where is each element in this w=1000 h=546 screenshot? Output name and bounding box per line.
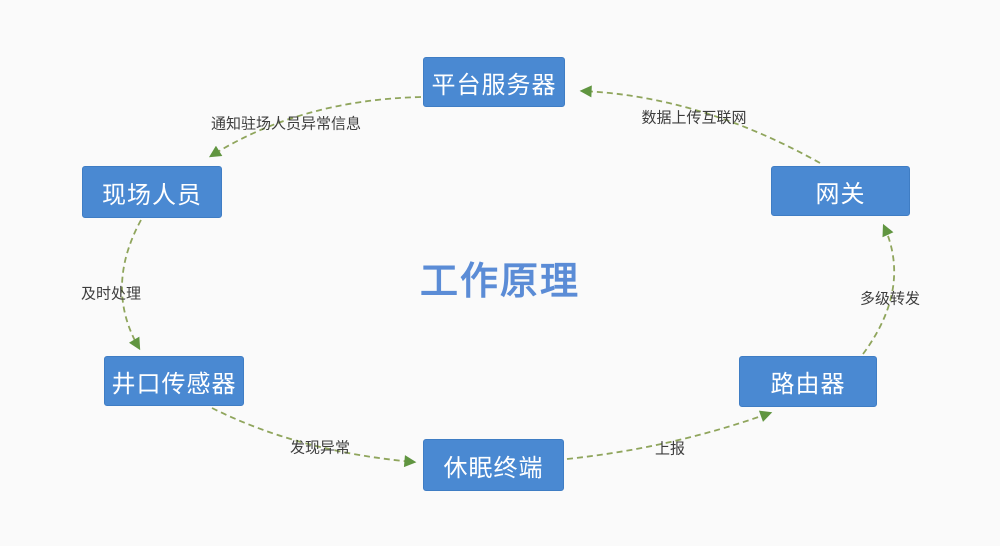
node-platform-server: 平台服务器: [423, 57, 565, 107]
diagram-title: 工作原理: [419, 261, 581, 303]
edge-label-timely-handling: 及时处理: [80, 285, 142, 303]
arrow-gateway-to-platform: [579, 85, 821, 164]
arrow-router-to-gateway: [862, 223, 896, 355]
node-router: 路由器: [739, 356, 877, 407]
node-field-personnel-label: 现场人员: [102, 181, 202, 209]
edge-label-anomaly-detected: 发现异常: [289, 439, 351, 457]
node-platform-server-label: 平台服务器: [431, 71, 557, 99]
node-sleep-terminal: 休眠终端: [423, 439, 564, 491]
edge-label-report: 上报: [654, 440, 686, 458]
arrow-terminal-to-router: [566, 410, 773, 460]
node-gateway: 网关: [771, 166, 910, 216]
node-gateway-label: 网关: [815, 180, 866, 208]
edge-label-multilevel-forwarding: 多级转发: [859, 290, 921, 308]
edge-label-notify-personnel-anomaly: 通知驻场人员异常信息: [210, 115, 362, 133]
node-sleep-terminal-label: 休眠终端: [443, 454, 544, 482]
node-wellhead-sensor: 井口传感器: [104, 356, 244, 406]
edge-label-data-upload-internet: 数据上传互联网: [641, 109, 747, 127]
arrow-platform-to-personnel: [208, 96, 422, 158]
arrow-sensor-to-terminal: [211, 407, 417, 468]
node-router-label: 路由器: [770, 371, 846, 398]
node-wellhead-sensor-label: 井口传感器: [111, 370, 237, 398]
node-field-personnel: 现场人员: [82, 166, 222, 218]
